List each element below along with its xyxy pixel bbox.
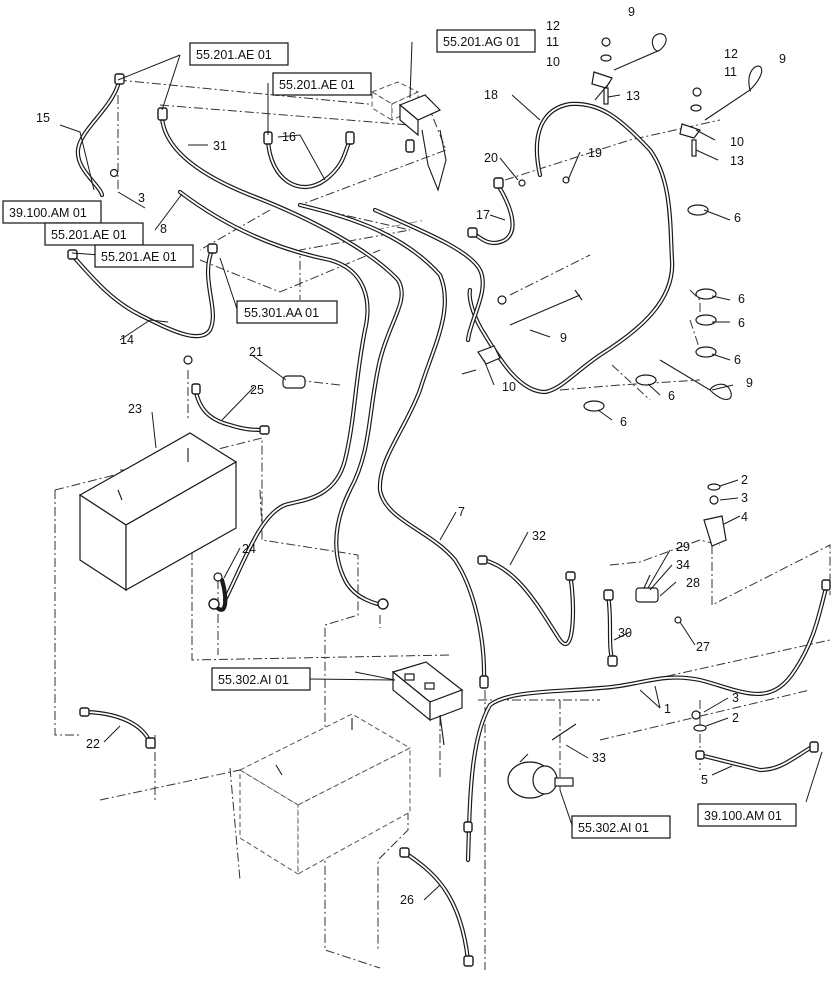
callout: 12 [546,19,560,33]
cable-22 [79,709,153,745]
callout: 10 [546,55,560,69]
small-parts [109,37,727,741]
callout: 13 [730,154,744,168]
cable-31 [159,115,404,608]
ref-55-302-ai-right[interactable]: 55.302.AI 01 [571,815,671,839]
callout: 6 [738,316,745,330]
callout: 3 [732,691,739,705]
leader-lines [59,41,823,901]
ref-55-302-ai-left[interactable]: 55.302.AI 01 [211,667,311,691]
relay-block-top [370,81,447,192]
callout: 15 [36,111,50,125]
cable-8 [177,189,370,603]
callout: 25 [250,383,264,397]
callout: 9 [746,376,753,390]
cable-32 [481,557,576,646]
callout: 10 [730,135,744,149]
callout: 11 [546,35,559,49]
callout: 31 [213,139,227,153]
ref-55-301-aa[interactable]: 55.301.AA 01 [236,300,338,324]
ref-label: 55.201.AE 01 [51,228,127,242]
ref-55-201-ae-left-b[interactable]: 55.201.AE 01 [94,244,194,268]
ref-label: 55.201.AE 01 [279,78,355,92]
callout: 9 [628,5,635,19]
callout: 11 [724,65,737,79]
harness-18 [467,101,675,395]
callout: 27 [696,640,710,654]
cable-1 [465,585,829,863]
callout: 2 [741,473,748,487]
ref-label: 39.100.AM 01 [704,809,782,823]
callout: 23 [128,402,142,416]
callout: 4 [741,510,748,524]
cable-17 [469,182,515,246]
ref-55-201-ae-top[interactable]: 55.201.AE 01 [189,42,289,66]
battery-upper [78,432,238,592]
terminal-lugs [67,73,831,967]
cable-14 [69,247,215,339]
callout: 6 [734,353,741,367]
callout: 9 [779,52,786,66]
ref-label: 55.201.AE 01 [101,250,177,264]
callout: 5 [701,773,708,787]
battery-lower [238,713,412,875]
cable-16 [265,137,353,190]
callout: 28 [686,576,700,590]
ref-55-201-ae-left-a[interactable]: 55.201.AE 01 [44,222,144,246]
callout: 10 [502,380,516,394]
callout: 33 [592,751,606,765]
callout-numbers: 12 11 10 9 12 11 9 10 13 13 18 20 19 17 … [36,5,786,907]
cable-15 [75,82,121,198]
callout: 14 [120,333,134,347]
callout: 13 [626,89,640,103]
callout: 6 [668,389,675,403]
cable-ties [509,33,763,400]
cable-7 [297,202,487,683]
callout: 16 [282,130,296,144]
ref-label: 55.301.AA 01 [244,306,319,320]
callout: 30 [618,626,632,640]
callout: 18 [484,88,498,102]
callout: 34 [676,558,690,572]
callout: 3 [138,191,145,205]
callout: 9 [560,331,567,345]
callout: 22 [86,737,100,751]
cable-mid [372,207,485,343]
ref-label: 55.302.AI 01 [578,821,649,835]
callout: 2 [732,711,739,725]
callout: 26 [400,893,414,907]
callout: 32 [532,529,546,543]
ref-55-201-ae-mid[interactable]: 55.201.AE 01 [272,72,372,96]
callout: 3 [741,491,748,505]
callout: 6 [620,415,627,429]
callout: 21 [249,345,263,359]
cable-26 [401,849,471,963]
fuse-block [391,661,464,746]
callout: 6 [738,292,745,306]
callout: 24 [242,542,256,556]
cable-25 [193,389,267,433]
relay-33 [507,753,574,799]
ref-55-201-ag[interactable]: 55.201.AG 01 [436,29,536,53]
callout: 12 [724,47,738,61]
clamps [583,204,717,412]
callout: 6 [734,211,741,225]
cable-30 [605,592,615,663]
callout: 20 [484,151,498,165]
callout: 7 [458,505,465,519]
ref-39-100-am-right[interactable]: 39.100.AM 01 [697,803,797,827]
callout: 8 [160,222,167,236]
callout: 29 [676,540,690,554]
ref-label: 55.201.AE 01 [196,48,272,62]
callout: 1 [664,702,671,716]
callout: 17 [476,208,490,222]
callout: 19 [588,146,602,160]
ref-label: 39.100.AM 01 [9,206,87,220]
cable-5 [697,742,818,773]
ref-39-100-am-left[interactable]: 39.100.AM 01 [2,200,102,224]
ref-label: 55.302.AI 01 [218,673,289,687]
ref-label: 55.201.AG 01 [443,35,520,49]
